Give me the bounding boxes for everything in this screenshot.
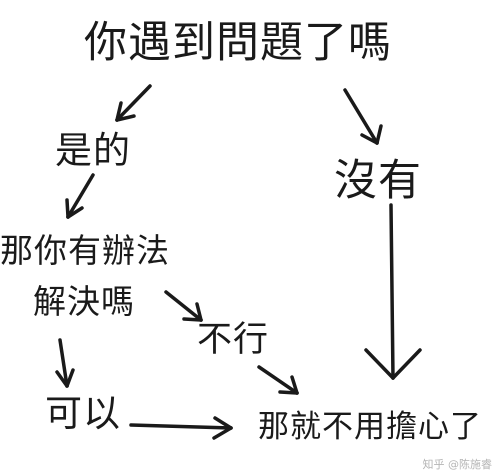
arrow-no-to-conclusion [364,203,422,380]
arrow-can-to-conclusion [129,416,233,440]
conclusion-label: 那就不用擔心了 [258,409,482,445]
cannot-label: 不行 [197,320,270,360]
question-label: 你遇到問題了嗎 [84,18,392,68]
arrow-solve-to-cannot [164,290,203,322]
can-solve-label-line1: 那你有辦法 [0,231,170,270]
no-label: 沒有 [334,156,422,206]
yes-label: 是的 [55,129,131,172]
arrow-question-to-no [343,88,383,145]
arrow-solve-to-can [55,338,75,388]
watermark: 知乎 @陈施睿 [422,458,493,471]
can-solve-label-line2: 解決嗎 [33,282,135,321]
arrow-yes-to-solve [65,173,95,219]
arrow-question-to-yes [115,84,152,122]
can-label: 可以 [45,392,121,435]
arrow-cannot-to-conclusion [257,365,299,395]
